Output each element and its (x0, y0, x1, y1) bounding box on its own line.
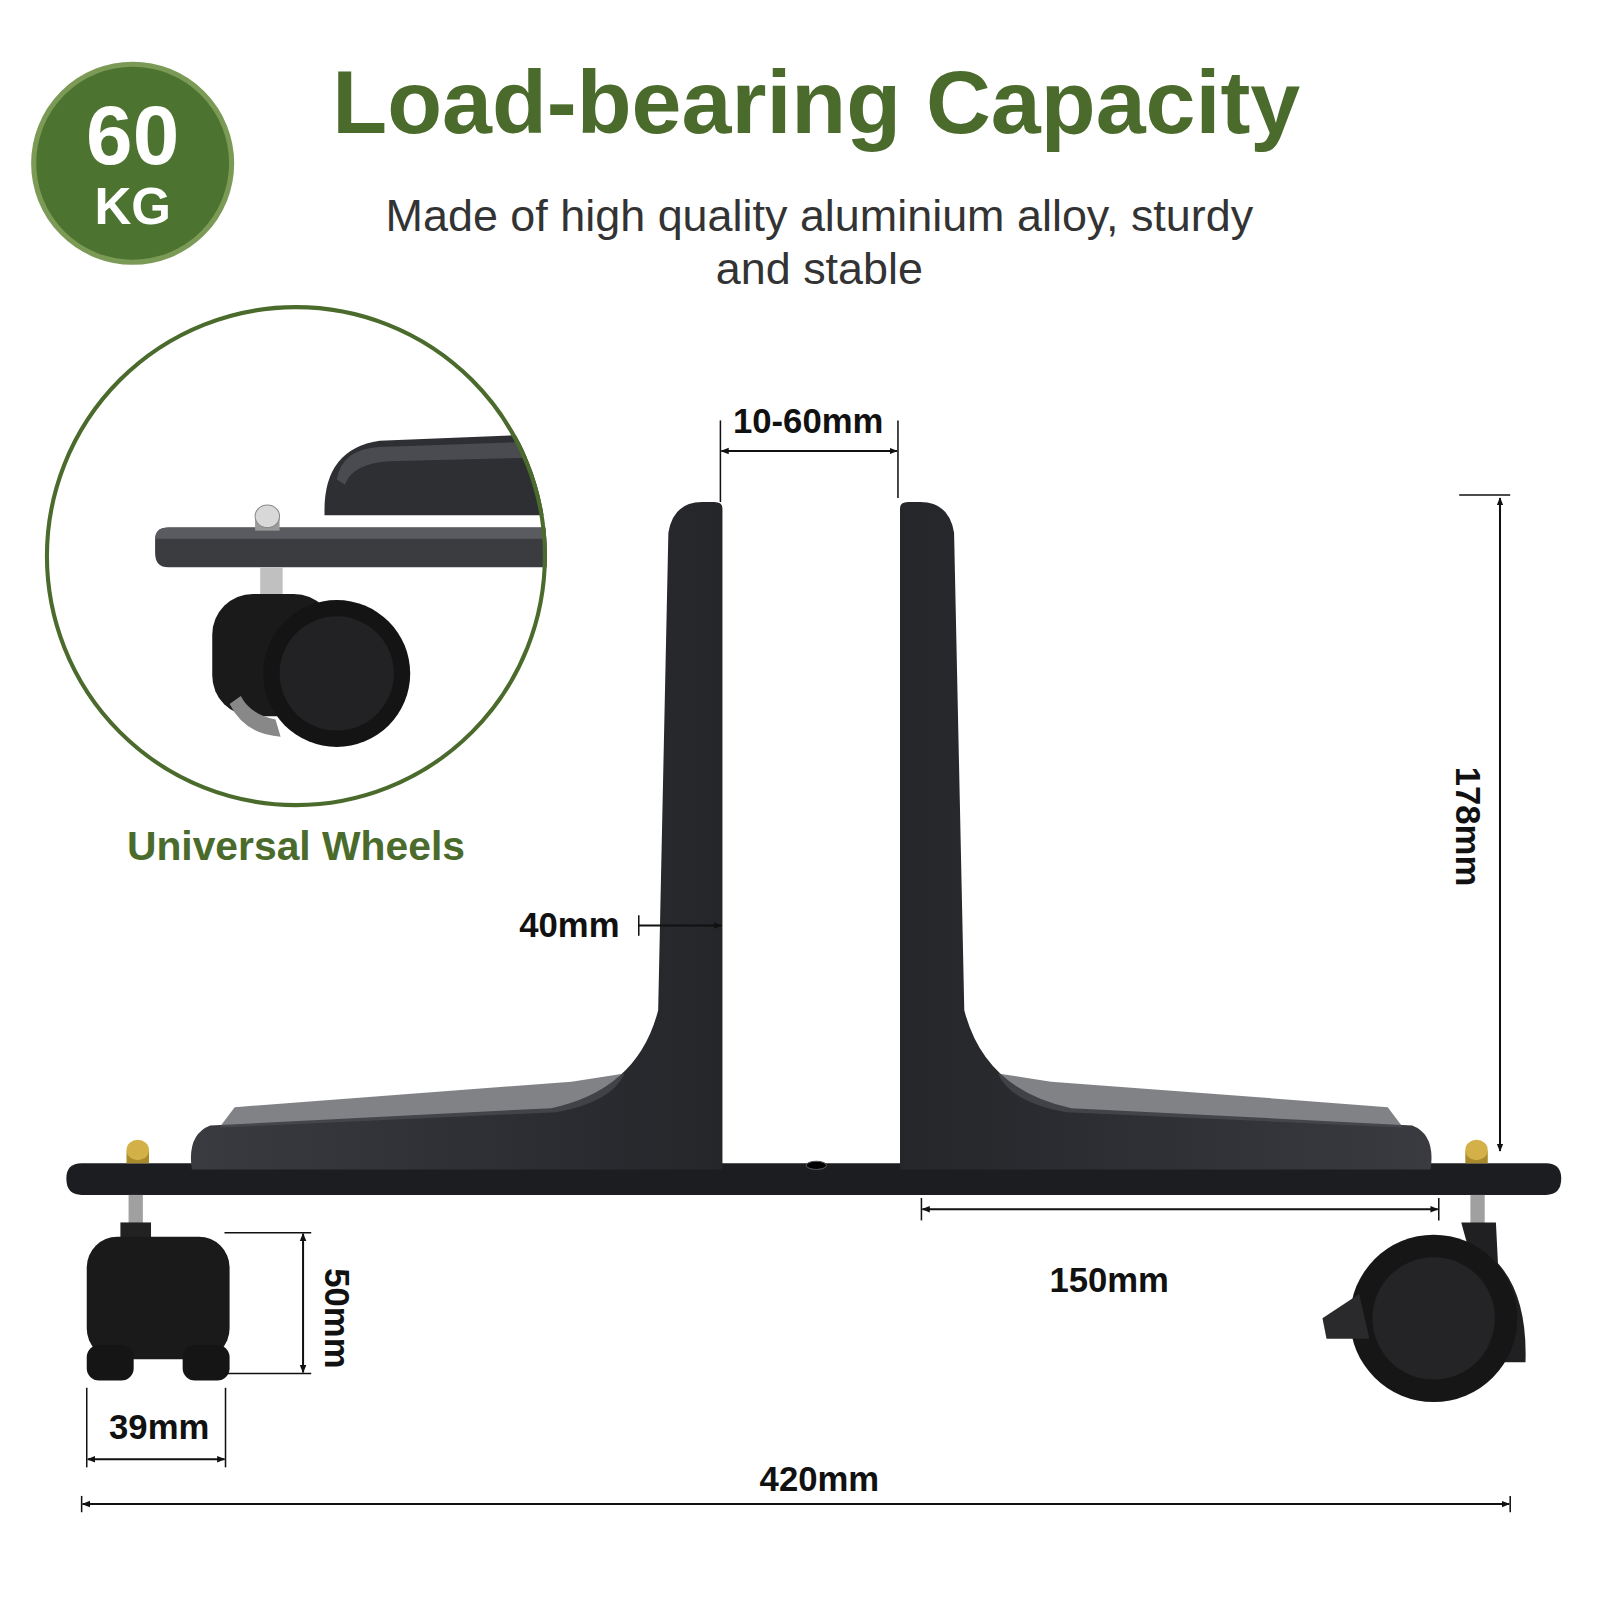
circle (47, 307, 545, 805)
weight-number: 60 (86, 94, 179, 178)
tick (224, 1232, 311, 1234)
dimension-label: 10-60mm (729, 402, 888, 440)
dimension-label: 178mm (1448, 763, 1486, 891)
tick (81, 1496, 83, 1512)
inset-caption: Universal Wheels (4, 823, 588, 868)
wheel (263, 600, 410, 747)
tick (1509, 1496, 1511, 1512)
badge-text: 60KG (31, 61, 235, 265)
wheel-inset-circle: Universal Wheels (45, 305, 547, 807)
dimension-arrow (88, 1458, 225, 1460)
center-hole (806, 1161, 826, 1169)
grip-pad (998, 1073, 1403, 1127)
tick (1459, 494, 1510, 496)
circle-outline (45, 305, 547, 807)
tick (1438, 1198, 1440, 1220)
wheel-hub (280, 616, 394, 730)
circle (34, 64, 232, 262)
dimension-label: 50mm (318, 1264, 356, 1372)
right-bracket (900, 502, 1432, 1169)
dimension-arrow (1499, 498, 1501, 1151)
bolt-dome (127, 1140, 149, 1160)
inset-closeup (155, 434, 556, 747)
tick (224, 1373, 311, 1375)
dimension-label: 39mm (105, 1408, 213, 1446)
weight-badge: 60KG (31, 61, 235, 265)
dimension-lines (82, 420, 1511, 1512)
base-plate (155, 528, 556, 568)
dimension-arrow (922, 1208, 1437, 1210)
weight-unit: KG (94, 182, 171, 233)
nut-dome (255, 505, 279, 527)
dimension-arrow (83, 1503, 1510, 1505)
subtitle: Made of high quality aluminium alloy, st… (370, 189, 1268, 295)
brake-tab (1322, 1294, 1369, 1339)
bracket-body (900, 502, 1432, 1169)
wheel-leg (183, 1345, 230, 1381)
dimension-label: 40mm (515, 906, 623, 944)
dimension-arrow (302, 1234, 304, 1373)
dimension-arrow (639, 924, 722, 926)
wheel (1350, 1235, 1517, 1402)
dimension-label: 420mm (756, 1461, 884, 1499)
dimension-label: 150mm (1045, 1262, 1173, 1300)
tick (921, 1198, 923, 1220)
tick (225, 1388, 227, 1468)
grip-pad (219, 1073, 624, 1127)
wheel-hub (1372, 1257, 1494, 1379)
extension-line (897, 420, 899, 498)
wheel-leg (87, 1345, 134, 1381)
plate-top (155, 528, 556, 539)
title: Load-bearing Capacity (332, 53, 1300, 152)
extension-line (720, 420, 722, 502)
tick (86, 1388, 88, 1468)
wheel-body (87, 1237, 230, 1359)
foot-highlight (337, 441, 556, 485)
bolt-dome (1465, 1140, 1487, 1160)
stem (260, 567, 282, 596)
dimension-arrow (721, 450, 897, 452)
wheel-rim (230, 696, 281, 737)
